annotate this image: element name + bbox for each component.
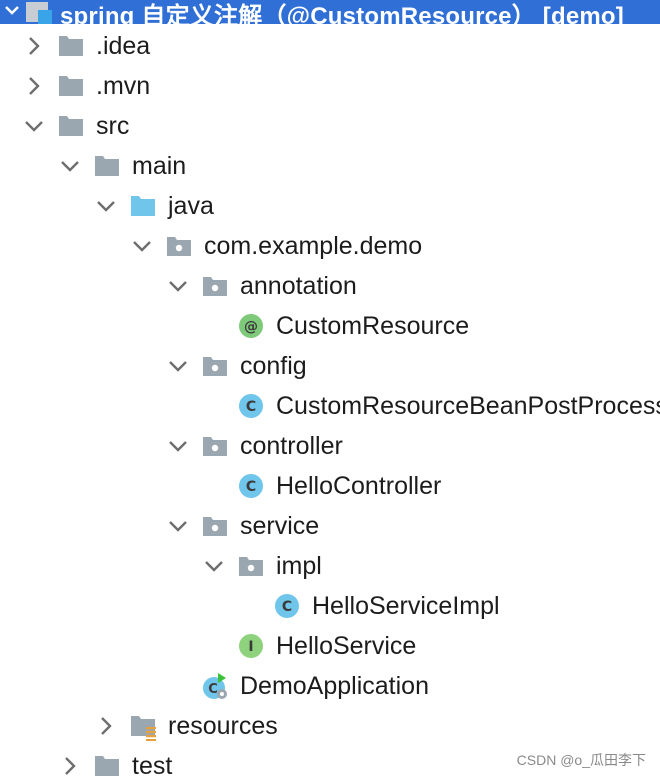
- svg-text:C: C: [246, 399, 256, 415]
- tree-item-label: com.example.demo: [204, 232, 423, 260]
- spring-boot-class-icon: C: [202, 673, 228, 699]
- folder-icon: [94, 153, 120, 179]
- tree-item-label: controller: [240, 432, 343, 460]
- tree-item-label: src: [96, 112, 130, 140]
- tree-item-label: CustomResourceBeanPostProcessor: [276, 392, 660, 420]
- tree-item[interactable]: C CustomResourceBeanPostProcessor: [0, 386, 660, 426]
- package-icon: [166, 233, 192, 259]
- chevron-down-icon[interactable]: [58, 154, 82, 178]
- source-folder-icon: [130, 193, 156, 219]
- tree-item-label: DemoApplication: [240, 672, 429, 700]
- tree-item-label: .idea: [96, 32, 151, 60]
- folder-icon: [58, 33, 84, 59]
- chevron-down-icon[interactable]: [94, 194, 118, 218]
- folder-icon: [58, 113, 84, 139]
- folder-icon: [58, 73, 84, 99]
- svg-text:C: C: [208, 682, 218, 697]
- tree-item[interactable]: C HelloServiceImpl: [0, 586, 660, 626]
- chevron-down-icon[interactable]: [130, 234, 154, 258]
- tree-item-label: HelloController: [276, 472, 442, 500]
- tree-item-label: config: [240, 352, 307, 380]
- class-icon: C: [238, 473, 264, 499]
- tree-item[interactable]: main: [0, 146, 660, 186]
- tree-item-label: HelloServiceImpl: [312, 592, 500, 620]
- class-icon: C: [238, 393, 264, 419]
- class-icon: C: [274, 593, 300, 619]
- chevron-right-icon[interactable]: [58, 754, 82, 778]
- tree-item[interactable]: config: [0, 346, 660, 386]
- chevron-down-icon[interactable]: [202, 554, 226, 578]
- tree-item-label: test: [132, 752, 173, 778]
- tree-item-label: HelloService: [276, 632, 417, 660]
- tree-item[interactable]: .idea: [0, 26, 660, 66]
- chevron-right-icon[interactable]: [94, 714, 118, 738]
- tree-item-label: .mvn: [96, 72, 151, 100]
- chevron-down-icon[interactable]: [166, 354, 190, 378]
- chevron-right-icon[interactable]: [22, 74, 46, 98]
- tree-item[interactable]: @ CustomResource: [0, 306, 660, 346]
- tree-item-label: main: [132, 152, 187, 180]
- chevron-down-icon[interactable]: [166, 434, 190, 458]
- chevron-down-icon[interactable]: [166, 514, 190, 538]
- tree-item[interactable]: annotation: [0, 266, 660, 306]
- chevron-down-icon[interactable]: [4, 2, 20, 20]
- tree-item[interactable]: C DemoApplication: [0, 666, 660, 706]
- tree-item[interactable]: java: [0, 186, 660, 226]
- package-icon: [202, 353, 228, 379]
- resources-folder-icon: [130, 713, 156, 741]
- tree-item[interactable]: com.example.demo: [0, 226, 660, 266]
- tree-item[interactable]: C HelloController: [0, 466, 660, 506]
- interface-icon: I: [238, 633, 264, 659]
- chevron-down-icon[interactable]: [22, 114, 46, 138]
- tree-item[interactable]: impl: [0, 546, 660, 586]
- project-module-icon: [26, 2, 52, 24]
- folder-icon: [94, 753, 120, 778]
- svg-text:C: C: [282, 599, 292, 615]
- tree-item-label: java: [168, 192, 214, 220]
- watermark: CSDN @o_瓜田李下: [516, 752, 646, 768]
- svg-text:@: @: [244, 319, 258, 335]
- tree-item[interactable]: controller: [0, 426, 660, 466]
- tree-item-label: impl: [276, 552, 322, 580]
- tree-item-label: service: [240, 512, 320, 540]
- tree-item[interactable]: .mvn: [0, 66, 660, 106]
- chevron-right-icon[interactable]: [22, 34, 46, 58]
- tree-item[interactable]: test: [0, 746, 660, 778]
- project-title: spring 自定义注解（@CustomResource） [demo]: [60, 3, 624, 24]
- chevron-down-icon[interactable]: [166, 274, 190, 298]
- tree-item[interactable]: service: [0, 506, 660, 546]
- tree-item[interactable]: I HelloService: [0, 626, 660, 666]
- tree-item-label: annotation: [240, 272, 357, 300]
- package-icon: [202, 273, 228, 299]
- annotation-icon: @: [238, 313, 264, 339]
- package-icon: [238, 553, 264, 579]
- project-root-row[interactable]: spring 自定义注解（@CustomResource） [demo]: [0, 0, 660, 24]
- tree-item[interactable]: src: [0, 106, 660, 146]
- package-icon: [202, 513, 228, 539]
- tree-item-label: CustomResource: [276, 312, 470, 340]
- svg-text:I: I: [248, 639, 253, 655]
- svg-text:C: C: [246, 479, 256, 495]
- tree-item[interactable]: resources: [0, 706, 660, 746]
- package-icon: [202, 433, 228, 459]
- tree-item-label: resources: [168, 712, 278, 740]
